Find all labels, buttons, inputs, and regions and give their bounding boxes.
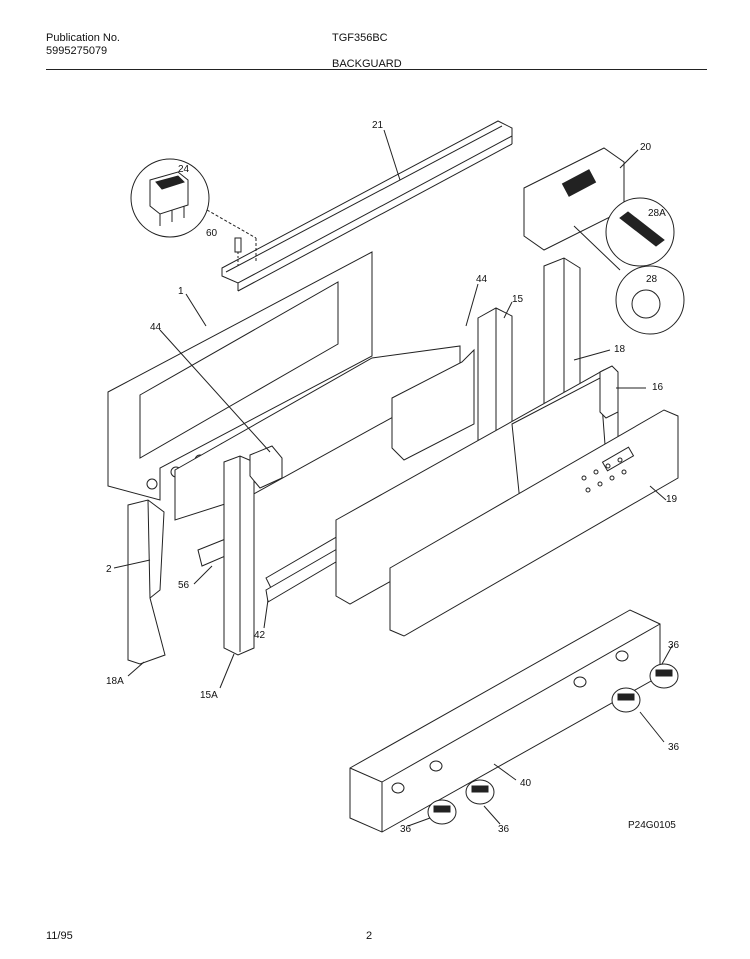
knob-36-b — [611, 687, 641, 713]
callout-24: 24 — [178, 164, 190, 175]
callout-2: 2 — [106, 564, 112, 575]
callout-1: 1 — [178, 286, 184, 297]
callout-15A: 15A — [200, 690, 218, 701]
model-number: TGF356BC — [332, 32, 388, 44]
callout-36-b: 36 — [668, 742, 680, 753]
callout-16: 16 — [652, 382, 664, 393]
header-rule — [46, 69, 707, 70]
part-21-top-trim — [221, 120, 513, 292]
publication-label: Publication No. — [46, 32, 120, 44]
callout-60: 60 — [206, 228, 218, 239]
callout-28A: 28A — [648, 208, 666, 219]
part-60-screw — [234, 237, 242, 266]
callout-36-c: 36 — [400, 824, 412, 835]
page-number: 2 — [366, 930, 373, 942]
callout-42: 42 — [254, 630, 266, 641]
callout-56: 56 — [178, 580, 190, 591]
part-15A-left-rail — [223, 445, 283, 656]
knob-36-d — [427, 799, 457, 825]
callout-20: 20 — [640, 142, 652, 153]
callout-18A: 18A — [106, 676, 124, 687]
part-16-trim — [599, 365, 619, 419]
callout-28: 28 — [646, 274, 658, 285]
part-24-switch — [130, 158, 257, 262]
knob-strip-holes — [391, 650, 629, 794]
publication-number: 5995275079 — [46, 45, 108, 57]
part-40-knob-strip — [349, 609, 661, 833]
callout-40: 40 — [520, 778, 532, 789]
callout-44-left: 44 — [150, 322, 162, 333]
part-36-knobs — [427, 663, 679, 825]
callout-36-d: 36 — [498, 824, 510, 835]
drawing-code: P24G0105 — [628, 820, 676, 831]
callout-36-a: 36 — [668, 640, 680, 651]
callouts: 21 24 20 28A 60 28 44 1 15 44 18 16 19 2… — [106, 120, 680, 835]
footer-date: 11/95 — [46, 930, 73, 942]
part-28A-probe — [605, 197, 675, 267]
part-18A-side-bracket — [127, 499, 166, 665]
part-19-overlay — [389, 409, 679, 637]
callout-21: 21 — [372, 120, 384, 131]
callout-19: 19 — [666, 494, 678, 505]
callout-44-right: 44 — [476, 274, 488, 285]
part-28-knob — [573, 225, 685, 335]
section-title: BACKGUARD — [332, 58, 402, 70]
leader-lines — [113, 129, 673, 827]
part-42-lower-strip — [265, 534, 347, 603]
knob-36-c — [465, 779, 495, 805]
callout-18: 18 — [614, 344, 626, 355]
overlay-buttons — [581, 457, 627, 493]
knob-36-a — [649, 663, 679, 689]
callout-15: 15 — [512, 294, 524, 305]
